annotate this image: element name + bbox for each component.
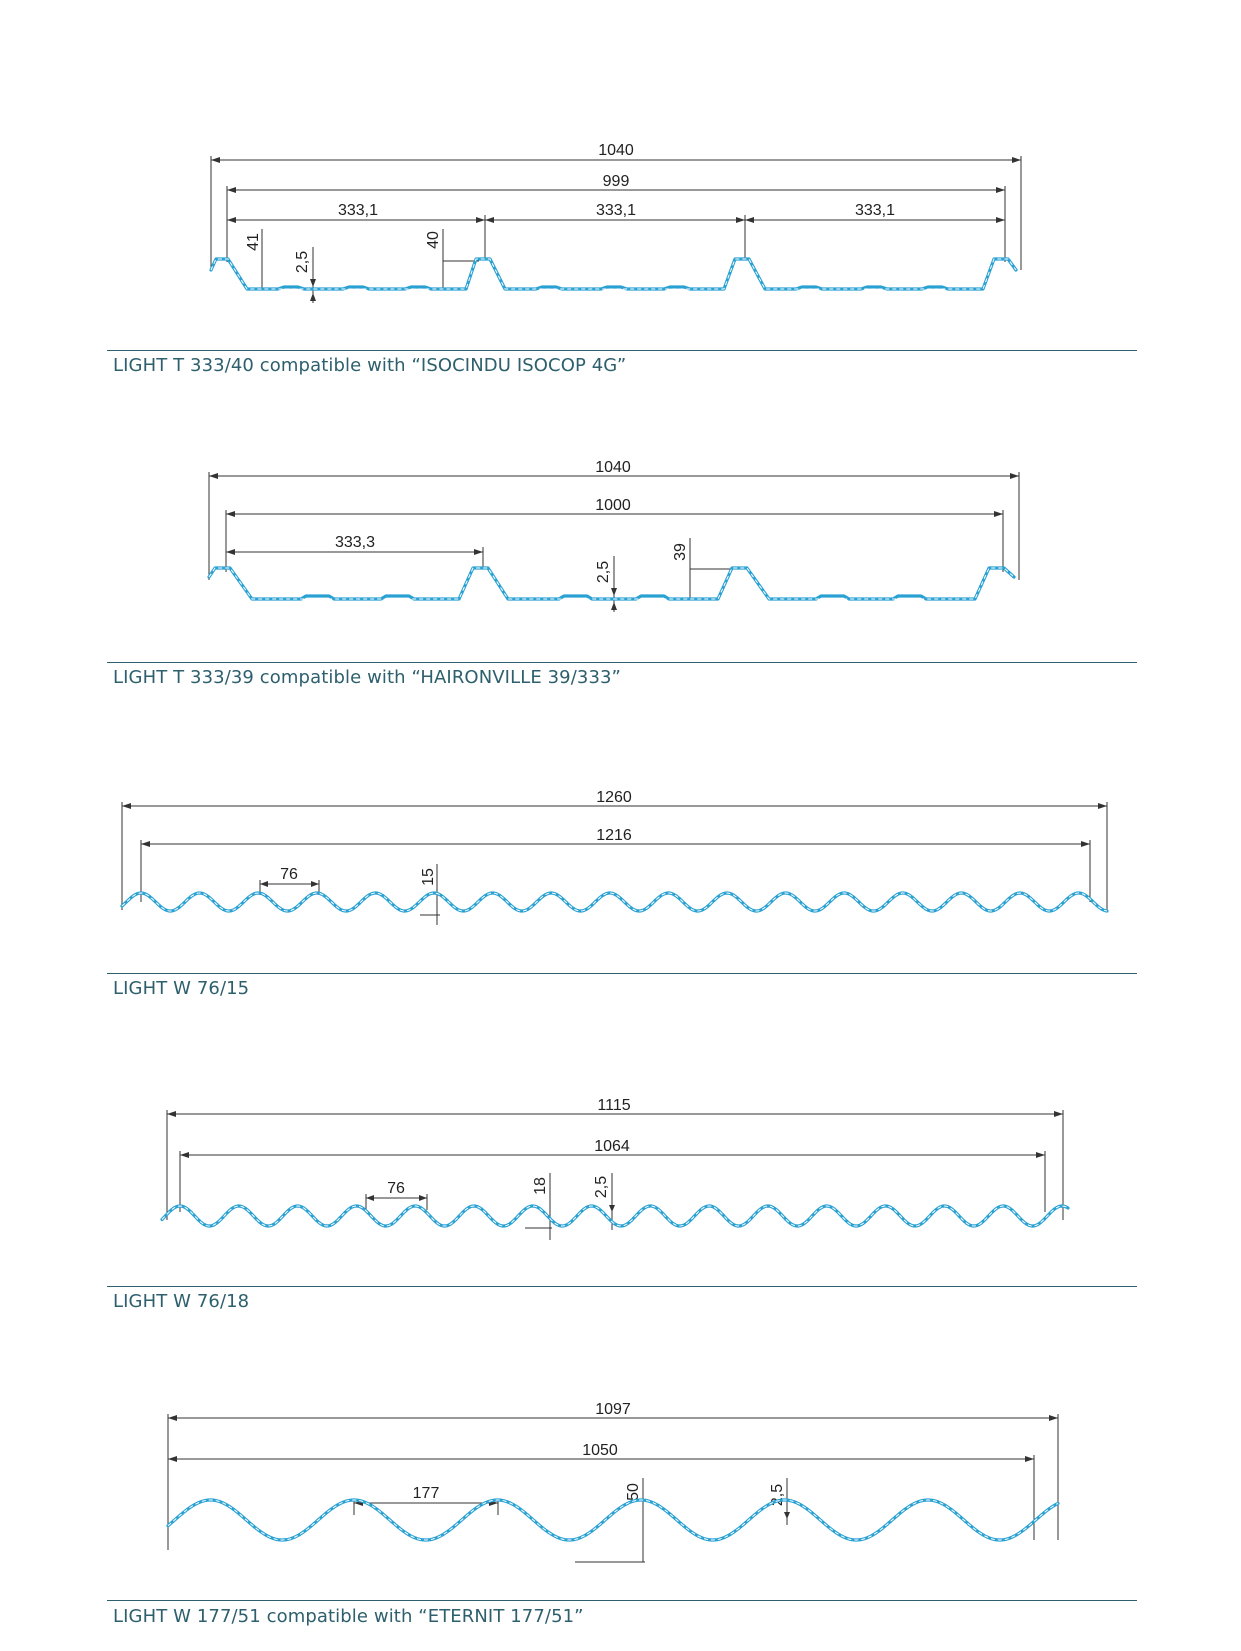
profile-drawing-t333-40: 1040 999 333,1 333,1 333,1 41 2,5 40 [209, 142, 1022, 303]
dim-height-mid: 40 [425, 231, 442, 249]
profile-section-w76-18: 1115 1064 76 18 2,5 [0, 930, 1241, 1240]
dim-useful-width: 1050 [582, 1442, 618, 1459]
dim-pitch: 76 [280, 866, 298, 883]
dim-useful-width: 1064 [594, 1138, 630, 1155]
dim-height: 39 [672, 543, 689, 561]
section-divider [107, 1600, 1137, 1601]
dim-height: 50 [625, 1483, 642, 1501]
dim-total-width: 1040 [598, 142, 634, 159]
profile-drawing-w177-51: 1097 1050 177 50 2,5 [166, 1401, 1060, 1563]
dim-pitch-2: 333,1 [596, 202, 636, 219]
dim-pitch-3: 333,1 [855, 202, 895, 219]
profile-section-w177-51: 1097 1050 177 50 2,5 [0, 1240, 1241, 1563]
dim-useful-width: 999 [603, 173, 630, 190]
dim-height: 18 [532, 1177, 549, 1195]
profile-section-t333-40: 1040 999 333,1 333,1 333,1 41 2,5 40 [0, 0, 1241, 310]
dim-pitch: 177 [413, 1485, 440, 1502]
trapezoid-profile [209, 257, 1018, 291]
profile-caption: LIGHT W 177/51 compatible with “ETERNIT … [113, 1606, 584, 1627]
dim-height-left: 41 [245, 233, 262, 251]
section-divider [107, 1286, 1137, 1287]
profile-caption: LIGHT W 76/15 [113, 978, 250, 999]
dim-pitch: 76 [387, 1180, 405, 1197]
profile-section-w76-15: 1260 1216 76 15 [0, 620, 1241, 930]
dim-total-width: 1040 [595, 459, 631, 476]
dim-thickness: 2,5 [593, 1176, 610, 1198]
dim-thickness: 2,5 [595, 561, 612, 583]
dim-useful-width: 1000 [595, 497, 631, 514]
profile-caption: LIGHT W 76/18 [113, 1291, 250, 1312]
dim-total-width: 1115 [597, 1097, 630, 1114]
profile-caption: LIGHT T 333/40 compatible with “ISOCINDU… [113, 355, 627, 376]
profile-caption: LIGHT T 333/39 compatible with “HAIRONVI… [113, 667, 621, 688]
dim-total-width: 1260 [596, 789, 632, 806]
section-divider [107, 350, 1137, 351]
profile-drawing-w76-15: 1260 1216 76 15 [120, 789, 1109, 925]
profile-section-t333-39: 1040 1000 333,3 2,5 39 [0, 310, 1241, 620]
dim-height: 15 [420, 868, 437, 886]
dim-pitch-1: 333,1 [338, 202, 378, 219]
profile-drawing-w76-18: 1115 1064 76 18 2,5 [160, 1097, 1070, 1240]
wave-profile [166, 1498, 1060, 1542]
section-divider [107, 662, 1137, 663]
wave-profile [160, 1204, 1070, 1228]
wave-profile [120, 891, 1109, 913]
dim-total-width: 1097 [595, 1401, 631, 1418]
section-divider [107, 973, 1137, 974]
profile-drawing-t333-39: 1040 1000 333,3 2,5 39 [207, 459, 1020, 612]
dim-pitch: 333,3 [335, 534, 375, 551]
dim-useful-width: 1216 [596, 827, 632, 844]
dim-thickness: 2,5 [294, 251, 311, 273]
